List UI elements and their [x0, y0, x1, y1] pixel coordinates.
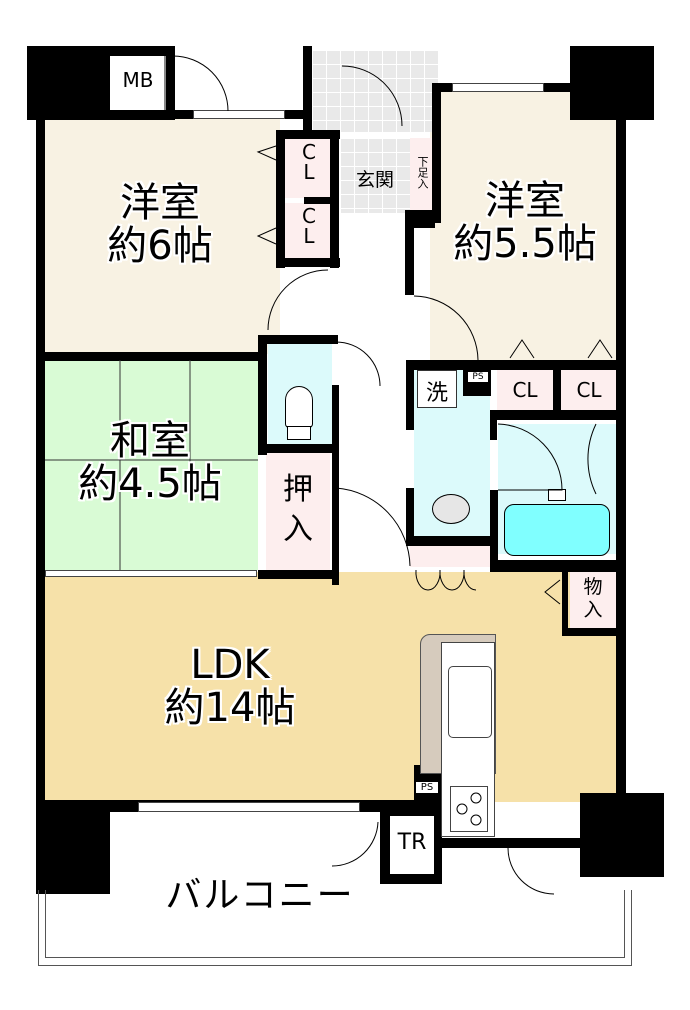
western-room-55-name: 洋室	[485, 178, 565, 224]
western-room-6-size: 約6帖	[107, 223, 213, 270]
entrance-floor	[340, 138, 410, 213]
balcony-inner-line	[45, 890, 625, 958]
stove-burners-icon	[456, 792, 482, 826]
western-room-55-size: 約5.5帖	[453, 221, 597, 268]
window-western55	[452, 83, 544, 92]
shoe-box	[410, 138, 432, 213]
laundry-label: 洗	[425, 381, 448, 406]
wall-cl-bottom	[490, 410, 618, 420]
pillar-bottom-left	[36, 808, 110, 894]
balcony-label: バルコニー	[165, 875, 355, 916]
bathtub	[504, 504, 610, 556]
closet-cl1-label: C L	[302, 140, 316, 184]
wall-sink-bottom	[406, 536, 496, 546]
wall-closet-right	[330, 130, 339, 268]
mb-box	[110, 56, 166, 110]
wall-left	[36, 118, 45, 808]
wall-closet-top	[276, 130, 340, 139]
laundry-box	[417, 370, 457, 408]
storage-label: 物 入	[583, 576, 603, 621]
window-japanese-sliding	[45, 570, 257, 577]
ldk-size: 約14帖	[164, 685, 296, 732]
wall-wash-left	[406, 360, 414, 430]
japanese-room-name: 和室	[110, 418, 190, 464]
ps-top-label: PS	[468, 372, 488, 382]
ldk-name: LDK	[190, 642, 270, 688]
wall-storage-left	[562, 572, 568, 632]
balcony-outline	[38, 890, 632, 966]
japanese-room-label: 和室 約4.5帖	[50, 418, 250, 508]
window-western6	[193, 110, 285, 119]
washbasin	[432, 494, 470, 524]
wall-hall-top-left	[303, 46, 312, 136]
wall-wash-top	[406, 360, 618, 370]
wall-hall-right	[405, 210, 414, 295]
ldk-label: LDK 約14帖	[130, 642, 330, 732]
shoe-box-label: 下足入	[416, 156, 429, 189]
wall-oshiire-bottom	[258, 570, 338, 579]
laundry-shelf	[410, 545, 490, 567]
wall-closet-bottom	[276, 258, 340, 267]
closet-cl3-label: CL	[512, 378, 538, 402]
wall-bath-bottom	[490, 560, 618, 572]
wall-closet-left	[276, 130, 285, 268]
mb-label: MB	[122, 68, 154, 92]
pillar-top-right	[570, 46, 654, 120]
toilet-tank	[287, 426, 311, 440]
tr-label: TR	[397, 830, 427, 855]
wall-toilet-bottom	[258, 444, 338, 453]
japanese-room-floor	[45, 360, 258, 570]
ldk-floor	[40, 572, 618, 802]
tr-inner	[390, 816, 434, 874]
window-ldk	[138, 802, 360, 812]
wall-western55-left-top	[432, 83, 441, 223]
wall-sink-left	[406, 488, 414, 544]
closet-cl2-label: C L	[302, 204, 316, 248]
western-room-6-label: 洋室 約6帖	[60, 180, 260, 270]
wall-toilet-right	[332, 385, 339, 585]
wall-bath-left	[490, 490, 498, 570]
closet-cl2	[285, 203, 330, 258]
wall-toilet-left	[258, 335, 267, 455]
wall-storage-bottom	[562, 628, 618, 636]
wall-right	[616, 118, 626, 798]
closet-cl3	[497, 370, 553, 410]
oshiire-closet	[266, 452, 330, 572]
wall-cl-divider	[553, 370, 561, 412]
japanese-room-size: 約4.5帖	[78, 461, 222, 508]
wall-kitchen-bottom	[438, 838, 583, 848]
wall-western6-bottom	[40, 352, 262, 361]
ps-kitchen-label: PS	[416, 782, 438, 793]
kitchen-sink	[448, 666, 492, 738]
pillar-bottom-right	[580, 793, 664, 877]
wall-wash-bath-divider	[490, 420, 497, 440]
wall-closet-divider	[304, 197, 334, 204]
closet-cl4	[560, 370, 616, 410]
western-room-6-floor	[40, 118, 280, 354]
wall-toilet-top	[258, 335, 338, 344]
storage-closet	[570, 572, 616, 628]
closet-cl1	[285, 138, 330, 198]
western-room-55-label: 洋室 約5.5帖	[425, 178, 625, 268]
entrance-outer-tile	[312, 50, 438, 132]
kitchen-stove	[450, 786, 488, 832]
oshiire-label: 押 入	[283, 472, 313, 547]
closet-cl4-label: CL	[576, 378, 602, 402]
western-room-6-name: 洋室	[120, 180, 200, 226]
entrance-label: 玄関	[355, 169, 394, 191]
